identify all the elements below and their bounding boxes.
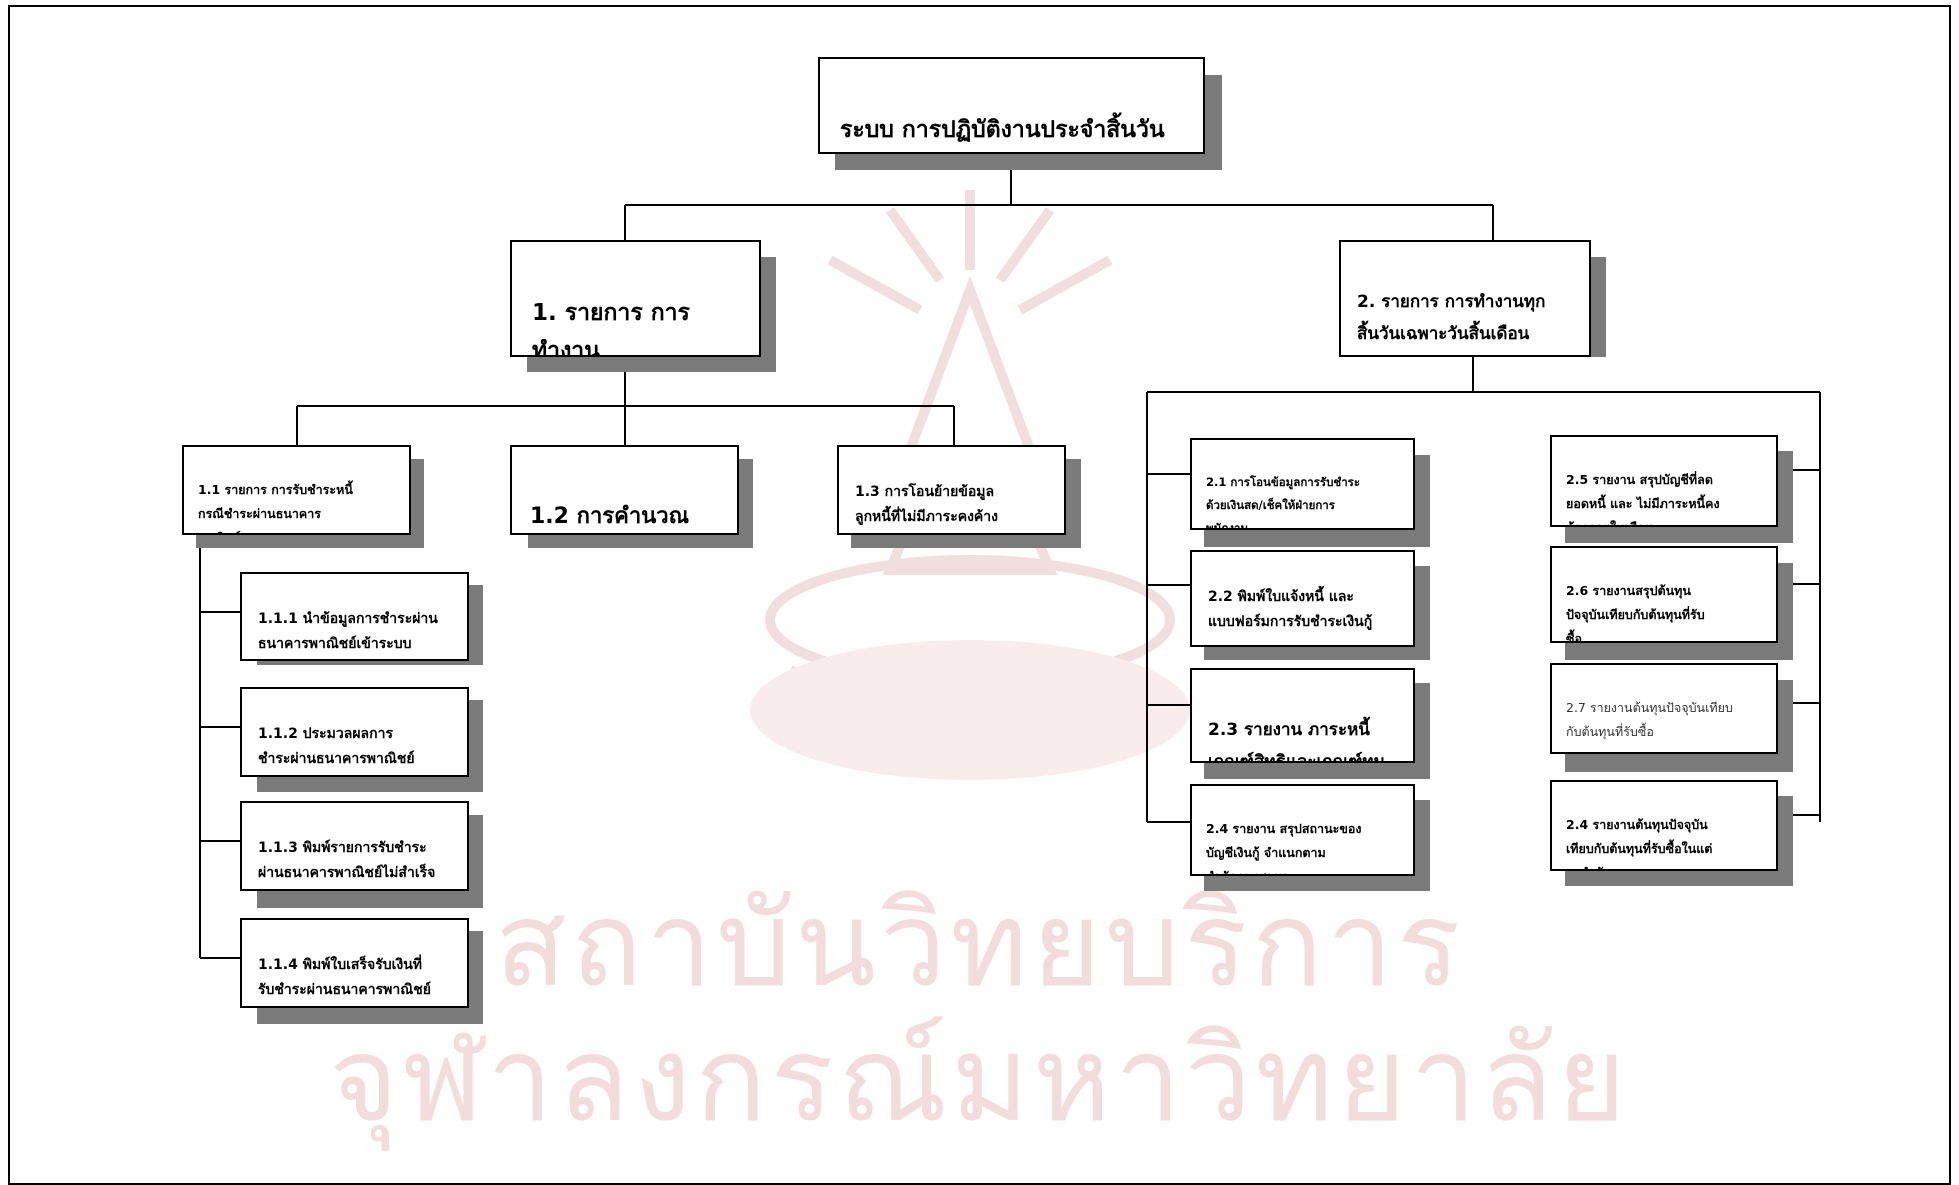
node-1-3: 1.3 การโอนย้ายข้อมูล ลูกหนี้ที่ไม่มีภาระ… [837,445,1066,535]
node-1-3-label: 1.3 การโอนย้ายข้อมูล ลูกหนี้ที่ไม่มีภาระ… [855,484,998,525]
node-1-1-label: 1.1 รายการ การรับชำระหนี้ กรณีชำระผ่านธน… [198,482,353,533]
node-2-2-label: 2.2 พิมพ์ใบแจ้งหนี้ และ แบบฟอร์มการรับชำ… [1208,589,1373,630]
node-1-2: 1.2 การคำนวณ ดอกเบี้ยและ [510,445,739,535]
node-2-5-label: 2.5 รายงาน สรุปบัญชีที่ลด ยอดหนี้ และ ไม… [1566,472,1720,525]
root-node: ระบบ การปฏิบัติงานประจำสิ้นวัน [818,57,1205,154]
node-2-7-label: 2.7 รายงานต้นทุนปัจจุบันเทียบ กับต้นทุนท… [1566,700,1733,739]
node-1-1-3: 1.1.3 พิมพ์รายการรับชำระ ผ่านธนาคารพาณิช… [240,801,469,891]
root-node-label: ระบบ การปฏิบัติงานประจำสิ้นวัน [840,117,1165,143]
node-1-1-1: 1.1.1 นำข้อมูลการชำระผ่าน ธนาคารพาณิชย์เ… [240,572,469,661]
node-2-6: 2.6 รายงานสรุปต้นทุน ปัจจุบันเทียบกับต้น… [1550,546,1778,643]
node-2-4b: 2.4 รายงานต้นทุนปัจจุบัน เทียบกับต้นทุนท… [1550,780,1778,871]
node-2: 2. รายการ การทำงานทุก สิ้นวันเฉพาะวันสิ้… [1339,240,1591,357]
node-1-label: 1. รายการ การทำงาน ทุกสิ้นวัน [532,300,690,357]
node-2-2: 2.2 พิมพ์ใบแจ้งหนี้ และ แบบฟอร์มการรับชำ… [1190,550,1415,647]
node-1-1-3-label: 1.1.3 พิมพ์รายการรับชำระ ผ่านธนาคารพาณิช… [258,840,436,881]
node-2-5: 2.5 รายงาน สรุปบัญชีที่ลด ยอดหนี้ และ ไม… [1550,435,1778,527]
node-1-1-2-label: 1.1.2 ประมวลผลการ ชำระผ่านธนาคารพาณิชย์ [258,726,415,767]
node-2-4a-label: 2.4 รายงาน สรุปสถานะของ บัญชีเงินกู้ จำแ… [1206,821,1362,874]
node-1-1-4-label: 1.1.4 พิมพ์ใบเสร็จรับเงินที่ รับชำระผ่าน… [258,957,431,998]
node-1-2-label: 1.2 การคำนวณ ดอกเบี้ยและ [530,504,689,529]
node-1-1-1-label: 1.1.1 นำข้อมูลการชำระผ่าน ธนาคารพาณิชย์เ… [258,611,438,652]
node-2-4a: 2.4 รายงาน สรุปสถานะของ บัญชีเงินกู้ จำแ… [1190,784,1415,876]
node-2-7: 2.7 รายงานต้นทุนปัจจุบันเทียบ กับต้นทุนท… [1550,663,1778,754]
node-2-1: 2.1 การโอนข้อมูลการรับชำระ ด้วยเงินสด/เช… [1190,438,1415,530]
node-1-1-2: 1.1.2 ประมวลผลการ ชำระผ่านธนาคารพาณิชย์ [240,687,469,777]
node-1: 1. รายการ การทำงาน ทุกสิ้นวัน [510,240,761,357]
node-2-1-label: 2.1 การโอนข้อมูลการรับชำระ ด้วยเงินสด/เช… [1206,475,1361,530]
node-2-3-label: 2.3 รายงาน ภาระหนี้ เกณฑ์สิทธิและเกณฑ์ทุ… [1208,720,1386,763]
node-2-label: 2. รายการ การทำงานทุก สิ้นวันเฉพาะวันสิ้… [1357,292,1546,344]
node-2-4b-label: 2.4 รายงานต้นทุนปัจจุบัน เทียบกับต้นทุนท… [1566,817,1713,869]
node-1-1-4: 1.1.4 พิมพ์ใบเสร็จรับเงินที่ รับชำระผ่าน… [240,918,469,1008]
node-1-1: 1.1 รายการ การรับชำระหนี้ กรณีชำระผ่านธน… [182,445,411,535]
node-2-3: 2.3 รายงาน ภาระหนี้ เกณฑ์สิทธิและเกณฑ์ทุ… [1190,668,1415,763]
node-2-6-label: 2.6 รายงานสรุปต้นทุน ปัจจุบันเทียบกับต้น… [1566,583,1705,643]
